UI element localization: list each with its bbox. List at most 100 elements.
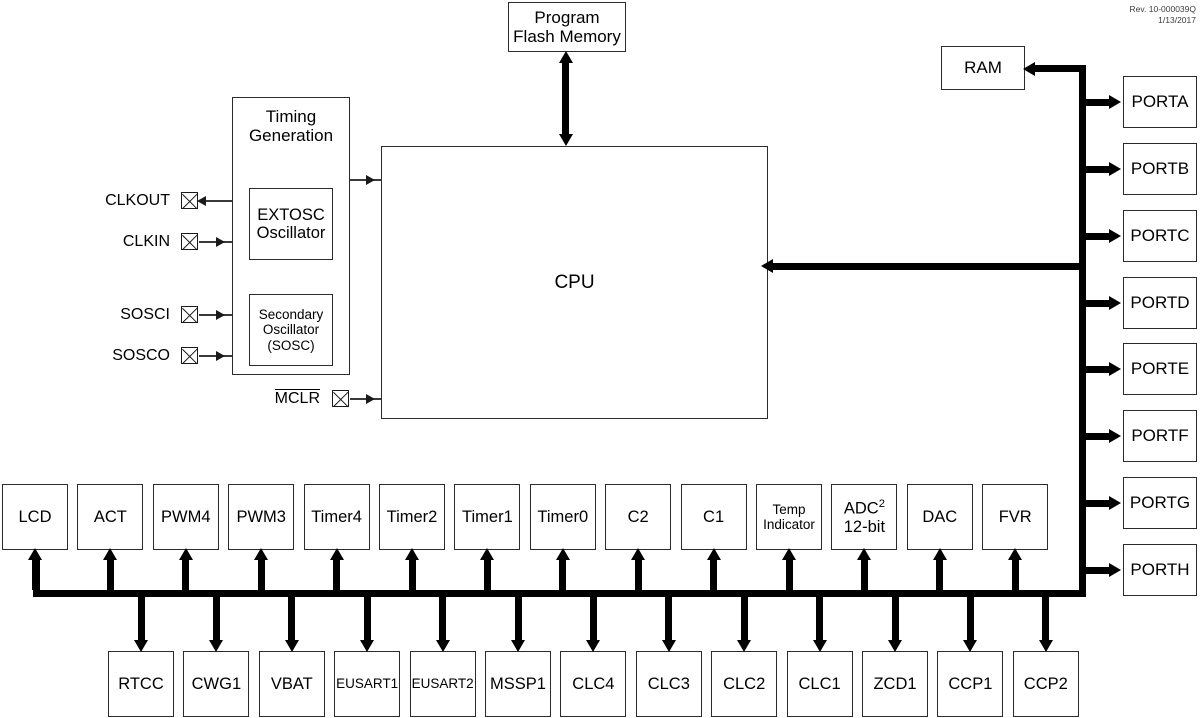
wire-porta bbox=[1086, 98, 1112, 106]
arrowhead-porte bbox=[1109, 362, 1121, 376]
block-pwm3: PWM3 bbox=[228, 484, 295, 550]
arrowhead-clkin bbox=[216, 236, 225, 247]
block-ccp2: CCP2 bbox=[1012, 651, 1079, 717]
revision-stamp: Rev. 10-000039Q 1/13/2017 bbox=[1130, 4, 1196, 27]
wire-down-clc2 bbox=[740, 594, 748, 641]
wire-down-vbat bbox=[288, 594, 296, 641]
block-lcd: LCD bbox=[2, 484, 68, 550]
wire-bus-to-ram bbox=[1031, 65, 1086, 72]
arrowhead-down-clc1 bbox=[812, 640, 827, 652]
block-timer1: Timer1 bbox=[454, 484, 521, 550]
arrowhead-up-dac bbox=[932, 548, 947, 560]
wire-up-act bbox=[106, 556, 114, 590]
arrowhead-down-clc3 bbox=[661, 640, 676, 652]
wire-sosco bbox=[199, 354, 232, 357]
arrowhead-porth bbox=[1109, 563, 1121, 577]
block-ram: RAM bbox=[941, 46, 1025, 90]
wire-porth bbox=[1086, 566, 1112, 574]
block-zcd1: ZCD1 bbox=[862, 651, 928, 717]
peripheral-label: CLC3 bbox=[647, 674, 690, 693]
wire-down-zcd1 bbox=[891, 594, 899, 641]
arrowhead-down-ccp2 bbox=[1038, 640, 1053, 652]
peripheral-label: Timer1 bbox=[462, 507, 513, 526]
peripheral-label: ACT bbox=[93, 507, 127, 526]
block-timer4: Timer4 bbox=[303, 484, 370, 550]
wire-timing-to-cpu bbox=[350, 179, 381, 181]
wire-up-adc2-12-bit bbox=[860, 556, 868, 590]
arrowhead-timing-to-cpu bbox=[366, 175, 375, 185]
peripheral-label: PWM4 bbox=[161, 507, 211, 526]
wire-down-clc4 bbox=[589, 594, 597, 641]
arrowhead-up-pwm4 bbox=[178, 548, 193, 560]
block-portc: PORTC bbox=[1123, 210, 1197, 262]
arrowhead-down-clc4 bbox=[586, 640, 601, 652]
block-vbat: VBAT bbox=[258, 651, 325, 717]
wire-up-timer2 bbox=[408, 556, 416, 590]
arrowhead-portg bbox=[1109, 496, 1121, 510]
peripheral-label: ZCD1 bbox=[873, 674, 917, 693]
block-eusart1: EUSART1 bbox=[334, 651, 401, 717]
wire-down-ccp1 bbox=[966, 594, 974, 641]
pin-symbol-sosco bbox=[181, 347, 198, 364]
block-extosc-oscillator: EXTOSC Oscillator bbox=[249, 188, 333, 260]
peripheral-label: CLC1 bbox=[798, 674, 841, 693]
pin-symbol-sosci bbox=[181, 306, 198, 323]
peripheral-label: EUSART1 bbox=[336, 676, 399, 692]
wire-up-timer1 bbox=[483, 556, 491, 590]
arrowhead-down-eusart1 bbox=[360, 640, 375, 652]
revision-date: 1/13/2017 bbox=[1158, 15, 1196, 26]
wire-up-pwm4 bbox=[182, 556, 190, 590]
arrowhead-ram bbox=[1023, 61, 1035, 76]
block-secondary-oscillator: Secondary Oscillator (SOSC) bbox=[249, 294, 333, 366]
arrowhead-sosco bbox=[216, 350, 225, 361]
block-porte: PORTE bbox=[1123, 343, 1197, 395]
block-clc1: CLC1 bbox=[786, 651, 853, 717]
arrowhead-sosci bbox=[216, 309, 225, 320]
peripheral-label: CCP2 bbox=[1023, 674, 1068, 693]
arrowhead-up-lcd bbox=[28, 548, 42, 560]
arrowhead-up-timer0 bbox=[555, 548, 570, 560]
peripheral-label: MSSP1 bbox=[490, 674, 546, 693]
wire-up-temp-indicator bbox=[785, 556, 793, 590]
wire-down-ccp2 bbox=[1042, 594, 1050, 641]
arrowhead-down-zcd1 bbox=[888, 640, 902, 652]
pin-label-clkout: CLKOUT bbox=[105, 192, 170, 209]
wire-up-pwm3 bbox=[257, 556, 265, 590]
arrowhead-up-c1 bbox=[706, 548, 721, 560]
arrowhead-up-timer2 bbox=[405, 548, 419, 560]
arrowhead-clkout bbox=[197, 195, 206, 206]
wire-sosci bbox=[199, 313, 232, 316]
block-clc2: CLC2 bbox=[711, 651, 778, 717]
wire-up-dac bbox=[936, 556, 944, 590]
arrowhead-down-rtcc bbox=[134, 640, 148, 652]
arrowhead-cpu-left bbox=[761, 259, 773, 273]
wire-up-lcd bbox=[31, 556, 39, 590]
arrowhead-up-temp-indicator bbox=[782, 548, 796, 560]
arrowhead-flash-up bbox=[558, 51, 573, 63]
arrowhead-down-ccp1 bbox=[963, 640, 978, 652]
peripheral-label: Timer0 bbox=[537, 507, 589, 526]
arrowhead-portd bbox=[1109, 296, 1121, 310]
arrowhead-cpu-down bbox=[558, 134, 573, 146]
pin-label-clkin: CLKIN bbox=[122, 233, 170, 250]
block-ccp1: CCP1 bbox=[937, 651, 1004, 717]
wire-bus-to-cpu bbox=[768, 262, 1086, 270]
block-pwm4: PWM4 bbox=[152, 484, 219, 550]
arrowhead-up-pwm3 bbox=[254, 548, 269, 560]
block-program-flash-memory: Program Flash Memory bbox=[508, 2, 626, 52]
block-cwg1: CWG1 bbox=[183, 651, 250, 717]
arrowhead-down-mssp1 bbox=[511, 640, 525, 652]
wire-down-clc3 bbox=[665, 594, 673, 641]
block-fvr: FVR bbox=[982, 484, 1049, 550]
peripheral-label: C1 bbox=[703, 507, 725, 526]
bus-peripheral-horizontal bbox=[33, 590, 1086, 597]
wire-down-eusart1 bbox=[363, 594, 371, 641]
peripheral-label: CLC4 bbox=[572, 674, 615, 693]
wire-up-timer4 bbox=[333, 556, 341, 590]
peripheral-label: CLC2 bbox=[723, 674, 766, 693]
wire-portf bbox=[1086, 432, 1112, 440]
block-timer0: Timer0 bbox=[529, 484, 596, 550]
